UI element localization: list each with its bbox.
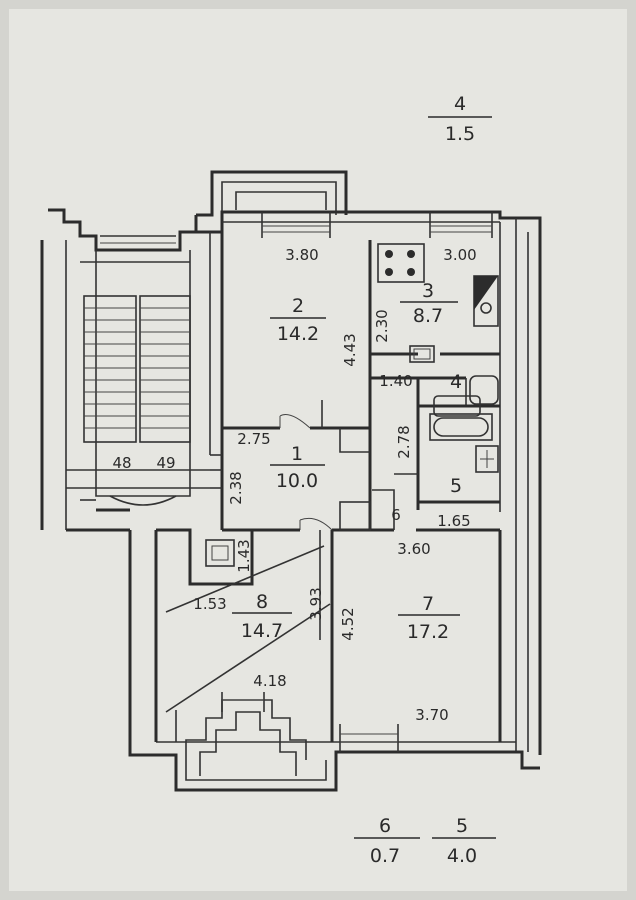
area5-value: 4.0 [447,845,477,867]
stair-number-left: 48 [112,454,131,472]
dim-room2-depth: 4.43 [341,333,359,366]
dim-room7-top: 3.60 [397,540,430,558]
bathtub-icon [429,413,493,441]
dim-room2-width: 3.80 [285,246,318,264]
dim-room3-depth: 2.30 [373,309,391,342]
stair-flight-right [139,295,191,443]
area5-number: 5 [456,815,468,837]
other-area-labels: 4 1.5 6 0.7 5 4.0 [354,93,496,867]
dim-room8-left: 1.53 [193,595,226,613]
window-room7 [339,724,399,752]
top-bay-outline [196,170,348,217]
stove-icon [377,243,425,283]
room7-number: 7 [422,593,434,615]
room3-number: 3 [422,280,434,302]
exterior-walls [128,170,542,792]
dim-room7-depth: 4.52 [339,607,357,640]
room4-number: 4 [450,371,462,393]
window-kitchen [429,212,493,238]
room3-area: 8.7 [413,305,443,327]
room8-area: 14.7 [241,620,283,642]
dim-wc-depth: 2.78 [395,425,413,458]
room2-area: 14.2 [277,323,319,345]
dimension-labels: 3.80 4.43 3.00 2.30 1.40 2.78 2.75 2.38 … [112,246,476,724]
dim-bath-width: 1.40 [379,372,412,390]
stairwell-top-wall [48,208,196,252]
dim-wc-width: 1.65 [437,512,470,530]
dim-room8-bottom: 4.18 [253,672,286,690]
stair-number-right: 49 [156,454,175,472]
room5-number: 5 [450,475,462,497]
room1-number: 1 [291,443,303,465]
room7-area: 17.2 [407,621,449,643]
bottom-entrance-steps [185,692,307,776]
window-room2 [261,212,331,238]
right-wall [516,216,542,755]
basin-icon [475,445,499,473]
bottom-wall [128,530,540,792]
area4-number: 4 [454,93,466,115]
dim-room8-depth: 3.93 [307,587,325,620]
dim-hall-depth: 2.38 [227,471,245,504]
area6-value: 0.7 [370,845,400,867]
dim-room7-bottom: 3.70 [415,706,448,724]
stairwell [40,208,211,532]
dim-room3-width: 3.00 [443,246,476,264]
dim-hall-width: 2.75 [237,430,270,448]
water-heater-icon [473,275,499,327]
room1-area: 10.0 [276,470,318,492]
room2-number: 2 [292,295,304,317]
room6-number: 6 [391,506,401,524]
interior-walls [154,232,502,742]
stair-flight-left [83,295,137,443]
area4-value: 1.5 [445,123,475,145]
dim-room8-niche: 1.43 [235,539,253,572]
area6-number: 6 [379,815,391,837]
room8-number: 8 [256,591,268,613]
room-labels: 2 14.2 3 8.7 4 1 10.0 5 6 7 17.2 8 14.7 [232,280,462,643]
